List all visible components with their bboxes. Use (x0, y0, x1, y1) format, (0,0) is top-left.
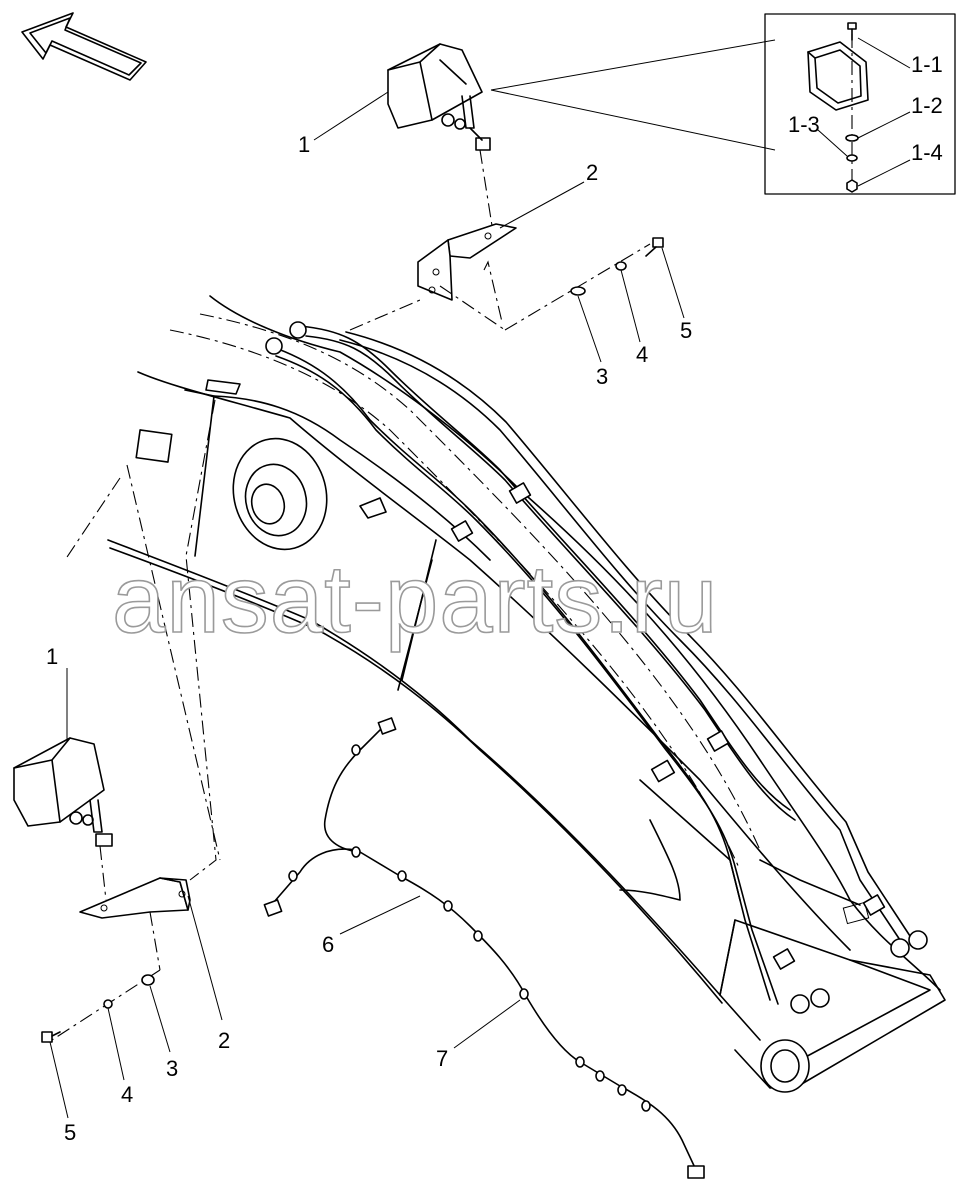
inset-lamp (807, 41, 869, 111)
callout-inset-washer: 1-2 (911, 93, 943, 118)
callout-top-lamp: 1 (298, 132, 310, 157)
boom-arm (107, 295, 946, 1093)
inset-nut (846, 179, 858, 193)
left-bolt (41, 1031, 61, 1043)
callout-left-washer: 3 (166, 1056, 178, 1081)
callout-top-bolt: 5 (680, 318, 692, 343)
callout-left-bracket: 2 (218, 1028, 230, 1053)
top-washer (570, 286, 586, 296)
inset-detail-box (490, 13, 956, 195)
callout-harness-a: 6 (322, 932, 334, 957)
boom-foot-pin (232, 437, 328, 551)
inset-lockwasher (846, 154, 858, 162)
callout-left-bolt: 5 (64, 1120, 76, 1145)
hydraulic-pipes (135, 313, 928, 1014)
callout-top-lockwasher: 4 (636, 342, 648, 367)
callout-inset-nut: 1-4 (911, 140, 943, 165)
direction-arrow-icon (21, 12, 147, 81)
left-lockwasher (103, 999, 113, 1009)
left-bracket (79, 877, 191, 919)
callout-inset-bolt: 1-1 (911, 52, 943, 77)
callout-left-lamp: 1 (46, 644, 58, 669)
top-bolt (645, 237, 664, 257)
callout-left-lockwasher: 4 (121, 1082, 133, 1107)
wire-harness (263, 717, 705, 1179)
callout-harness-b: 7 (436, 1046, 448, 1071)
watermark: ansat-parts.ru (112, 546, 718, 653)
left-work-lamp (13, 737, 113, 847)
callout-inset-lockwasher: 1-3 (788, 112, 820, 137)
callout-top-bracket: 2 (586, 160, 598, 185)
top-lockwasher (615, 261, 627, 271)
inset-bolt (847, 22, 857, 41)
callout-top-washer: 3 (596, 364, 608, 389)
left-washer (141, 974, 155, 986)
inset-washer (845, 134, 859, 142)
top-bracket (417, 223, 517, 301)
top-work-lamp (387, 43, 491, 151)
